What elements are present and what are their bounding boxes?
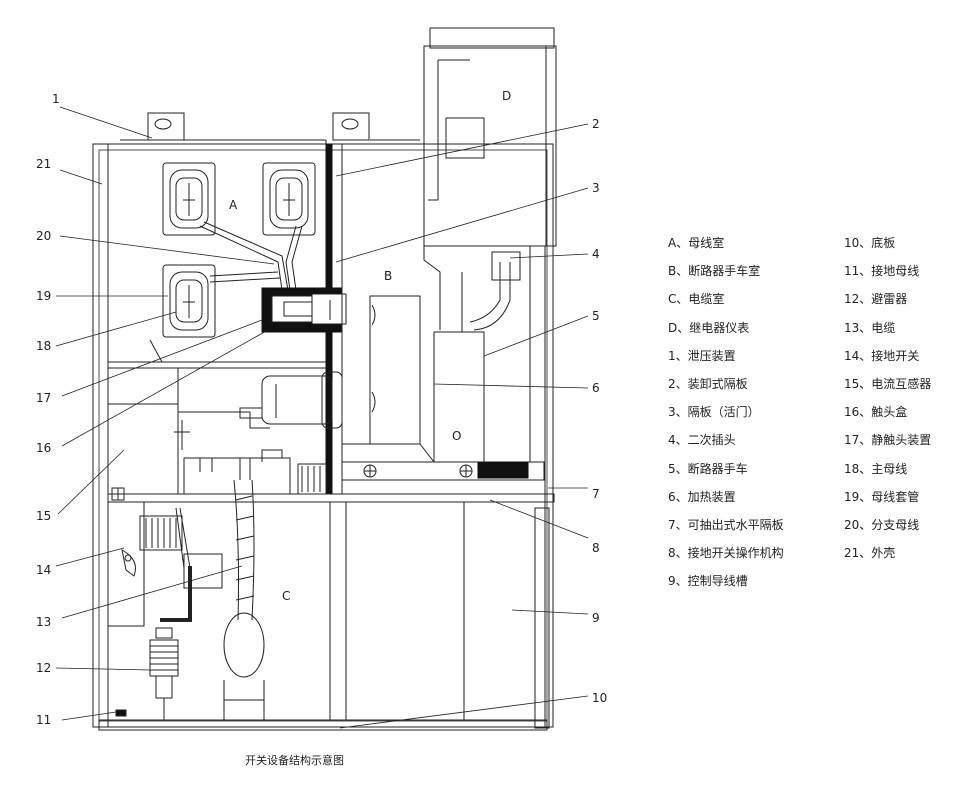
legend-item: 19、母线套管 [844, 489, 920, 504]
legend-item: 12、避雷器 [844, 292, 908, 307]
callout-15: 15 [36, 509, 51, 523]
legend-item: 11、接地母线 [844, 264, 920, 279]
cable-compartment [107, 479, 465, 720]
legend-item: 13、电缆 [844, 320, 896, 335]
lifting-lugs [120, 112, 420, 144]
legend-item: 7、可抽出式水平隔板 [668, 518, 784, 533]
callout-4: 4 [592, 247, 600, 261]
legend-item: 3、隔板（活门） [668, 405, 760, 420]
zone-label-c: C [282, 589, 290, 603]
callout-18: 18 [36, 339, 51, 353]
legend-right-column: 10、底板 11、接地母线 12、避雷器 13、电缆 14、接地开关 15、电流… [844, 229, 931, 567]
legend-item: 6、加热装置 [668, 489, 736, 504]
legend-item: 4、二次插头 [668, 433, 736, 448]
callout-11: 11 [36, 713, 51, 727]
legend-item: 10、底板 [844, 236, 896, 250]
callout-17: 17 [36, 391, 51, 405]
legend-item: 5、断路器手车 [668, 461, 748, 476]
legend-item: 15、电流互感器 [844, 377, 932, 392]
legend-item: 2、装卸式隔板 [668, 377, 748, 392]
legend-item: A、母线室 [668, 236, 725, 250]
zone-label-o: O [452, 429, 461, 443]
diagram-caption: 开关设备结构示意图 [245, 754, 344, 767]
right-panel [534, 246, 554, 729]
legend-item: C、电缆室 [668, 292, 725, 307]
callout-7: 7 [592, 487, 600, 501]
relay-compartment [423, 27, 557, 330]
legend-item: 21、外壳 [844, 546, 896, 561]
legend-item: 14、接地开关 [844, 348, 920, 363]
callout-numbers: 1 2 3 4 5 6 7 8 9 10 11 12 13 14 15 16 1… [36, 92, 607, 727]
callout-12: 12 [36, 661, 51, 675]
callout-8: 8 [592, 541, 600, 555]
current-transformer [107, 367, 327, 495]
callout-2: 2 [592, 117, 600, 131]
legend-item: D、继电器仪表 [668, 320, 750, 335]
callout-21: 21 [36, 157, 51, 171]
legend-left-column: A、母线室 B、断路器手车室 C、电缆室 D、继电器仪表 1、泄压装置 2、装卸… [668, 229, 784, 596]
callout-13: 13 [36, 615, 51, 629]
callout-20: 20 [36, 229, 51, 243]
horizontal-partition [107, 487, 555, 503]
zone-label-b: B [384, 269, 392, 283]
legend-item: B、断路器手车室 [668, 264, 761, 279]
legend-item: 1、泄压装置 [668, 348, 736, 363]
zone-label-a: A [229, 198, 238, 212]
legend-item: 20、分支母线 [844, 518, 920, 533]
callout-3: 3 [592, 181, 600, 195]
callout-1: 1 [52, 92, 60, 106]
legend-item: 18、主母线 [844, 461, 908, 476]
heater-cylinder [239, 371, 343, 429]
callout-5: 5 [592, 309, 600, 323]
legend-item: 9、控制导线槽 [668, 574, 748, 589]
callout-6: 6 [592, 381, 600, 395]
zone-label-d: D [502, 89, 511, 103]
callout-19: 19 [36, 289, 51, 303]
callout-10: 10 [592, 691, 607, 705]
leader-lines [55, 106, 589, 729]
contact-box [261, 287, 347, 333]
legend-item: 16、触头盒 [844, 405, 908, 420]
callout-14: 14 [36, 563, 51, 577]
legend-item: 17、静触头装置 [844, 433, 932, 448]
breaker-compartment [341, 245, 545, 481]
callout-16: 16 [36, 441, 51, 455]
callout-9: 9 [592, 611, 600, 625]
zone-labels: A B C D O [229, 89, 511, 603]
legend-item: 8、接地开关操作机构 [668, 546, 784, 561]
busbar-compartment [108, 143, 330, 369]
